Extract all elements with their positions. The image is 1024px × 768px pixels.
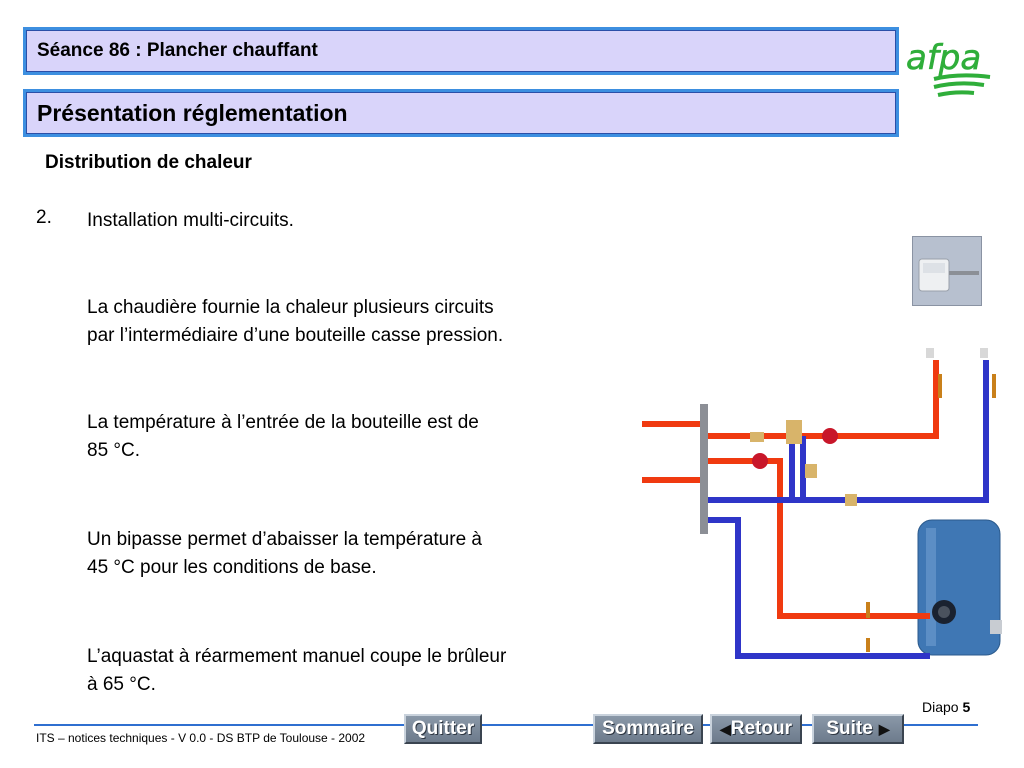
thermostat-photo [912,236,982,306]
paragraph-line: La température à l’entrée de la bouteill… [87,412,479,433]
session-title: Séance 86 : Plancher chauffant [26,30,896,72]
thermostat-icon [913,237,981,305]
left-arrow-icon: ◀ [719,720,731,737]
hydraulic-separator [700,404,708,534]
paragraph-line: 45 °C pour les conditions de base. [87,557,377,578]
footer-rule [34,724,978,726]
svg-text:afpa: afpa [906,38,981,78]
paragraph-line: à 65 °C. [87,674,156,695]
footer-text: ITS – notices techniques - V 0.0 - DS BT… [36,731,366,745]
boiler-tank [917,519,1002,656]
paragraph-line: par l’intermédiaire d’une bouteille cass… [87,325,504,346]
slide-number: Diapo 5 [922,699,970,715]
section-title: Présentation réglementation [26,92,896,134]
quit-label: Quitter [411,718,475,739]
paragraph-line: 85 °C. [87,440,141,461]
summary-button[interactable]: Sommaire [593,714,703,744]
slide-label: Diapo [922,699,959,715]
session-title-bar: Séance 86 : Plancher chauffant [23,27,899,75]
item-number: 2. [36,207,52,228]
back-button[interactable]: ◀ Retour [710,714,802,744]
valve-icons [750,420,857,506]
quit-button[interactable]: Quitter [404,714,482,744]
hot-pipes [642,360,939,619]
paragraph-inlet-temperature: La température à l’entrée de la bouteill… [87,409,597,465]
pump-icon [752,428,838,469]
item-title: Installation multi-circuits. [87,210,294,231]
thermometer-icons [866,348,996,652]
cold-pipes [706,360,989,659]
paragraph-line: La chaudière fournie la chaleur plusieur… [87,297,494,318]
paragraph-boiler: La chaudière fournie la chaleur plusieur… [87,294,597,350]
right-arrow-icon: ▶ [878,720,890,737]
paragraph-bypass: Un bipasse permet d’abaisser la températ… [87,526,597,582]
paragraph-line: Un bipasse permet d’abaisser la températ… [87,529,482,550]
slide-number-value: 5 [962,699,971,715]
paragraph-line: L’aquastat à réarmement manuel coupe le … [87,646,507,667]
subheading: Distribution de chaleur [45,152,252,173]
multi-circuit-installation-diagram [642,348,1002,659]
next-label: Suite [826,718,873,739]
afpa-logo: afpa [906,38,991,97]
next-button[interactable]: Suite ▶ [812,714,904,744]
summary-label: Sommaire [602,718,694,739]
section-title-bar: Présentation réglementation [23,89,899,137]
paragraph-aquastat: L’aquastat à réarmement manuel coupe le … [87,643,597,699]
back-label: Retour [730,718,792,739]
